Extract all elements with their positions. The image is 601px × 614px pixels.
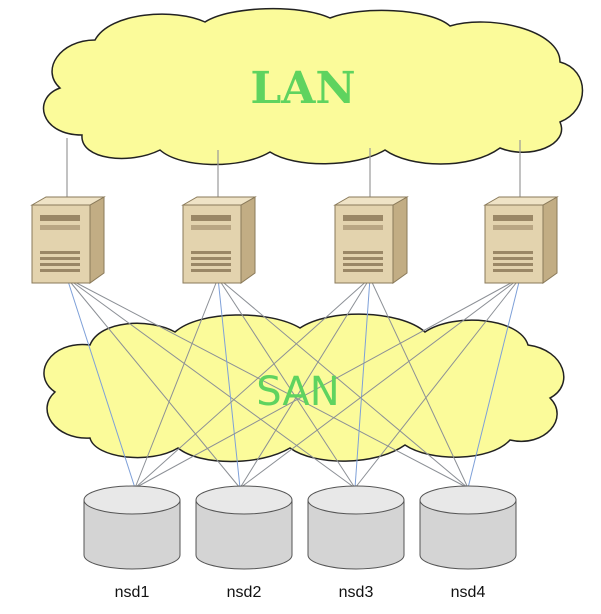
- server-vent: [343, 269, 383, 272]
- server-vent: [191, 269, 231, 272]
- server-vent: [343, 251, 383, 254]
- san-link: [354, 277, 521, 489]
- server-1: [30, 196, 106, 284]
- server-vent: [191, 251, 231, 254]
- san-link: [217, 277, 469, 489]
- lan-cloud-shape: [42, 7, 584, 166]
- disk-label: nsd3: [339, 584, 374, 601]
- server-drive-bay: [191, 225, 231, 230]
- server-vent: [40, 251, 80, 254]
- server-vent: [343, 257, 383, 260]
- san-link: [134, 277, 521, 489]
- server-vent: [191, 263, 231, 266]
- server-drive-bay: [493, 225, 533, 230]
- disk-body: [83, 499, 181, 570]
- san-cloud: [43, 313, 565, 463]
- server-drive-bay: [343, 225, 383, 230]
- server-drive-bay: [191, 215, 231, 221]
- disk-nsd2: nsd2: [195, 485, 293, 601]
- server-drive-bay: [343, 215, 383, 221]
- san-link: [66, 277, 241, 489]
- san-link: [467, 277, 521, 489]
- san-link: [66, 277, 356, 489]
- server-vent: [40, 269, 80, 272]
- disk-top: [307, 485, 405, 515]
- server-3: [333, 196, 409, 284]
- disk-body: [419, 499, 517, 570]
- disk-body: [307, 499, 405, 570]
- disk-label: nsd2: [227, 584, 262, 601]
- server-vent: [343, 263, 383, 266]
- server-side: [392, 196, 408, 284]
- server-side: [542, 196, 558, 284]
- disk-label: nsd4: [451, 584, 486, 601]
- server-side: [240, 196, 256, 284]
- san-link: [66, 277, 136, 489]
- servers: [30, 196, 559, 284]
- san-link: [134, 277, 371, 489]
- server-side: [89, 196, 105, 284]
- lan-cloud: LAN: [42, 7, 584, 166]
- server-vent: [493, 269, 533, 272]
- disk-nsd3: nsd3: [307, 485, 405, 601]
- san-link: [217, 277, 356, 489]
- server-2: [181, 196, 257, 284]
- disk-label: nsd1: [115, 584, 150, 601]
- server-vent: [40, 263, 80, 266]
- server-vent: [40, 257, 80, 260]
- server-vent: [191, 257, 231, 260]
- disk-top: [83, 485, 181, 515]
- server-drive-bay: [40, 225, 80, 230]
- server-vent: [493, 257, 533, 260]
- disk-nsd1: nsd1: [83, 485, 181, 601]
- disk-body: [195, 499, 293, 570]
- san-cloud-shape: [43, 313, 565, 463]
- san-link: [66, 277, 469, 489]
- server-4: [483, 196, 559, 284]
- san-link: [239, 277, 371, 489]
- server-vent: [493, 263, 533, 266]
- san-link: [239, 277, 521, 489]
- server-drive-bay: [493, 215, 533, 221]
- disks: nsd1 nsd2 nsd3 nsd4: [83, 485, 517, 601]
- san-link: [134, 277, 219, 489]
- san-links: [66, 277, 521, 489]
- san-link: [369, 277, 469, 489]
- lan-label: LAN: [250, 63, 355, 114]
- disk-nsd4: nsd4: [419, 485, 517, 601]
- disk-top: [195, 485, 293, 515]
- san-label: SAN: [256, 369, 339, 415]
- server-drive-bay: [40, 215, 80, 221]
- server-vent: [493, 251, 533, 254]
- san-link: [354, 277, 371, 489]
- san-link: [217, 277, 241, 489]
- lan-links: [66, 138, 521, 200]
- disk-top: [419, 485, 517, 515]
